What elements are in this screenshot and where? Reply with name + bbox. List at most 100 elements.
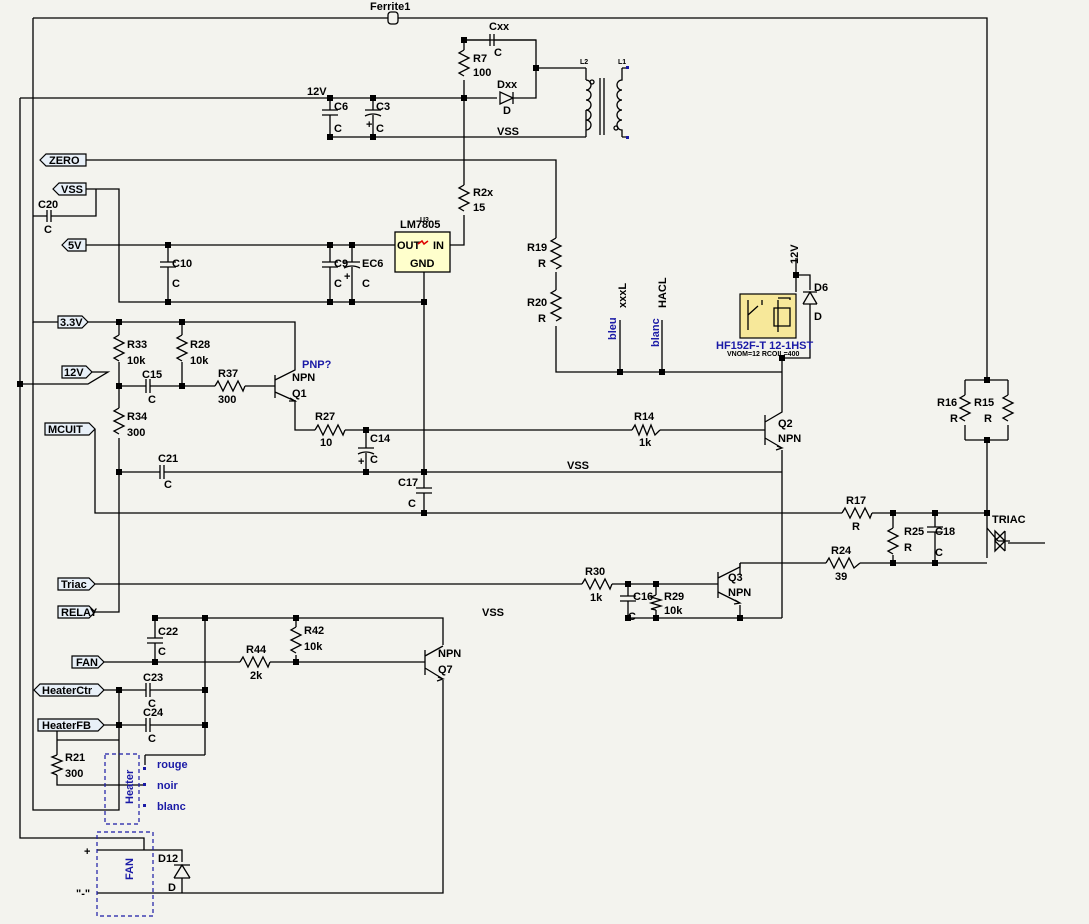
label-components-c9-1: C: [334, 278, 342, 290]
label-components-r20-0: R20: [527, 297, 547, 309]
label-components-c24-1: C: [148, 733, 156, 745]
R21: [50, 754, 64, 776]
label-components-c17-1: C: [408, 498, 416, 510]
label-components-c6-1: C: [334, 123, 342, 135]
label-components-c14-1: C: [370, 454, 378, 466]
label-components-r27-0: R27: [315, 411, 335, 423]
regulator-out-pin: OUT: [397, 240, 421, 252]
D12: [173, 863, 191, 879]
svg-text:+: +: [358, 456, 364, 468]
heater-label: Heater: [124, 769, 136, 804]
label-components-c10-1: C: [172, 278, 180, 290]
C17: [416, 487, 432, 498]
R2x: [457, 184, 471, 212]
heater-box: [104, 753, 140, 825]
Cxx: [464, 34, 536, 46]
R7: [457, 49, 471, 77]
label-components-r19-0: R19: [527, 242, 547, 254]
label-components-c20-0: C20: [38, 199, 58, 211]
C6: [322, 109, 338, 125]
svg-text:+: +: [366, 119, 372, 131]
vertical-labels: bleu xxxL blanc HACL: [607, 277, 669, 347]
xxxl-label: xxxL: [617, 283, 629, 308]
label-components-r14-0: R14: [634, 411, 655, 423]
flag-mcuit: MCUIT: [44, 422, 96, 436]
label-components-r19-1: R: [538, 258, 546, 270]
R42: [289, 626, 303, 654]
regulator-gnd-pin: GND: [410, 258, 435, 270]
label-components-ec6-1: C: [362, 278, 370, 290]
C21: [159, 465, 172, 479]
label-components-c20-1: C: [44, 224, 52, 236]
label-components-q1-1: NPN: [292, 372, 315, 384]
transistors: [270, 355, 784, 682]
R29: [648, 594, 664, 611]
flag-fan: FAN: [71, 655, 105, 669]
label-components-r42-0: R42: [304, 625, 324, 637]
flag-5v: 5V: [61, 238, 87, 252]
label-components-q3-1: NPN: [728, 587, 751, 599]
label-components-r28-1: 10k: [190, 355, 209, 367]
Q3: [717, 563, 742, 605]
Q2: [760, 405, 784, 451]
label-components-cxx-1: C: [494, 47, 502, 59]
R20: [549, 289, 563, 322]
C20: [46, 210, 57, 222]
net-12v-label: 12V: [307, 86, 327, 98]
R25: [886, 527, 900, 555]
label-flags-triac: Triac: [61, 579, 87, 591]
relay-hf152f: HF152F-T 12-1HST VNOM=12 RCOIL=400 12V: [716, 244, 813, 358]
net-vss-bottom: VSS: [482, 607, 504, 619]
svg-text:+: +: [344, 271, 350, 283]
label-flags-v5: 5V: [68, 240, 82, 252]
wire-blanc-label: blanc: [157, 801, 186, 813]
label-flags-v12: 12V: [64, 367, 84, 379]
label-components-r17-0: R17: [846, 495, 866, 507]
label-components-cxx-0: Cxx: [489, 21, 510, 33]
label-flags-zero: ZERO: [49, 155, 80, 167]
flag-triac: Triac: [57, 577, 96, 591]
label-components-c16-0: C16: [633, 591, 653, 603]
fan-plus-label: +: [84, 846, 90, 858]
label-components-d12-0: D12: [158, 853, 178, 865]
label-components-c21-0: C21: [158, 453, 178, 465]
label-components-c22-0: C22: [158, 626, 178, 638]
label-components-r29-1: 10k: [664, 605, 683, 617]
regulator-name: LM7805: [400, 219, 440, 231]
R16: [958, 394, 972, 422]
label-components-r25-0: R25: [904, 526, 924, 538]
C3: [364, 109, 382, 125]
label-components-dxx-1: D: [503, 105, 511, 117]
label-components-r24-1: 39: [835, 571, 847, 583]
ferrite-bead: Ferrite1: [370, 1, 410, 25]
label-components-r37-0: R37: [218, 368, 238, 380]
flag-heaterctr: HeaterCtr: [33, 683, 105, 697]
flag-relay: RELAY: [57, 605, 98, 619]
label-components-c3-0: C3: [376, 101, 390, 113]
C15: [145, 379, 158, 393]
label-flags-heaterfb: HeaterFB: [42, 720, 91, 732]
hacl-label: HACL: [657, 277, 669, 308]
label-components-r33-0: R33: [127, 339, 147, 351]
R28: [175, 334, 189, 362]
label-components-r15-0: R15: [974, 397, 994, 409]
label-flags-v33: 3.3V: [60, 317, 83, 329]
label-components-c15-1: C: [148, 394, 156, 406]
junctions: [17, 37, 990, 728]
Dxx: [499, 90, 515, 106]
regulator-in-pin: IN: [433, 240, 444, 252]
label-components-r2x-0: R2x: [473, 187, 494, 199]
label-components-c18-0: C18: [935, 526, 955, 538]
blanc-vertical-label: blanc: [650, 318, 662, 347]
net-vss-top: VSS: [497, 126, 519, 138]
R24: [825, 556, 861, 570]
label-components-r20-1: R: [538, 313, 546, 325]
label-flags-vss: VSS: [61, 184, 83, 196]
flag-12v: 12V: [61, 365, 93, 379]
label-components-r17-1: R: [852, 521, 860, 533]
R15: [1001, 394, 1015, 422]
label-components-c18-1: C: [935, 547, 943, 559]
label-components-r16-0: R16: [937, 397, 957, 409]
